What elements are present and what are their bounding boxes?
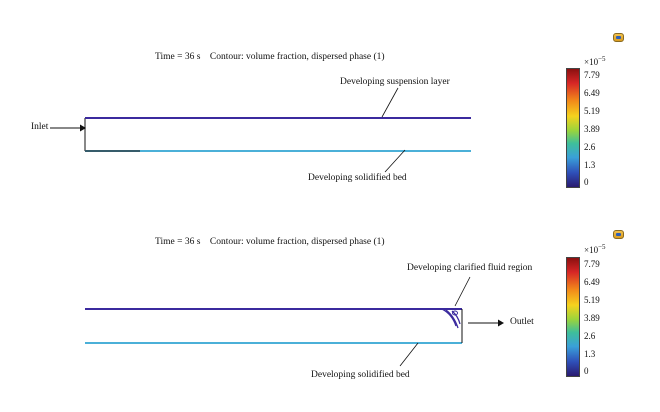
colorbar-tick: 6.49 [584,277,600,287]
colorbar [566,257,580,377]
colorbar-tick: 7.79 [584,259,600,269]
colorbar-tick: 7.79 [584,70,600,80]
clarified-region-contour [441,308,461,329]
inlet-label: Inlet [31,122,49,132]
colorbar-tick: 1.3 [584,349,596,359]
outlet-label: Outlet [510,317,534,327]
panel-title: Time = 36 s Contour: volume fraction, di… [155,237,385,247]
suspension-layer-label: Developing suspension layer [340,77,450,87]
window-icon[interactable] [613,230,624,239]
colorbar-tick: 5.19 [584,106,600,116]
suspension-leader-line [381,87,399,118]
clarified-region-label: Developing clarified fluid region [407,263,533,273]
solidified-bed-label: Developing solidified bed [308,173,407,183]
colorbar-tick: 5.19 [584,295,600,305]
colorbar-tick: 1.3 [584,160,596,170]
colorbar-tick: 2.6 [584,142,596,152]
bottom-channel-diagram [85,276,504,367]
colorbar-exponent: ×10−5 [584,55,606,67]
top-contour-panel: Time = 36 s Contour: volume fraction, di… [0,0,660,200]
colorbar-tick: 3.89 [584,313,600,323]
colorbar-tick: 0 [584,366,589,376]
top-channel-diagram [50,87,471,173]
solidified-bed-label: Developing solidified bed [311,370,410,380]
colorbar-exponent: ×10−5 [584,243,606,255]
colorbar-tick: 2.6 [584,331,596,341]
outlet-arrowhead [498,319,504,327]
clarified-leader-line [454,276,471,307]
colorbar-tick: 6.49 [584,88,600,98]
window-icon[interactable] [613,33,624,42]
panel-title: Time = 36 s Contour: volume fraction, di… [155,52,385,62]
colorbar [566,68,580,188]
bed-leader-line [384,149,406,173]
colorbar-tick: 3.89 [584,124,600,134]
bottom-contour-panel: Time = 36 s Contour: volume fraction, di… [0,206,660,406]
bed-leader-line [399,342,419,367]
colorbar-tick: 0 [584,177,589,187]
inlet-arrowhead [80,124,86,132]
